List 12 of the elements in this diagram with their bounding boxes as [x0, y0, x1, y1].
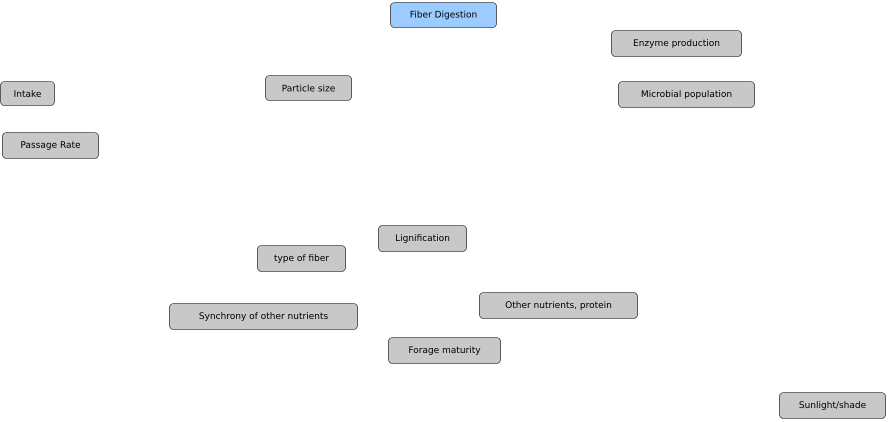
concept-box: Sunlight/shade [779, 392, 886, 419]
concept-box: type of fiber [257, 245, 346, 272]
concept-box: Passage Rate [2, 132, 99, 159]
concept-box: Forage maturity [388, 337, 501, 364]
concept-box: Intake [0, 81, 55, 106]
concept-box: Other nutrients, protein [479, 292, 638, 319]
concept-box: Enzyme production [611, 30, 742, 57]
concept-box: Fiber Digestion [390, 2, 497, 28]
concept-box: Microbial population [618, 81, 755, 108]
concept-box: Particle size [265, 75, 352, 101]
concept-box: Synchrony of other nutrients [169, 303, 358, 330]
concept-box: Lignification [378, 225, 467, 252]
